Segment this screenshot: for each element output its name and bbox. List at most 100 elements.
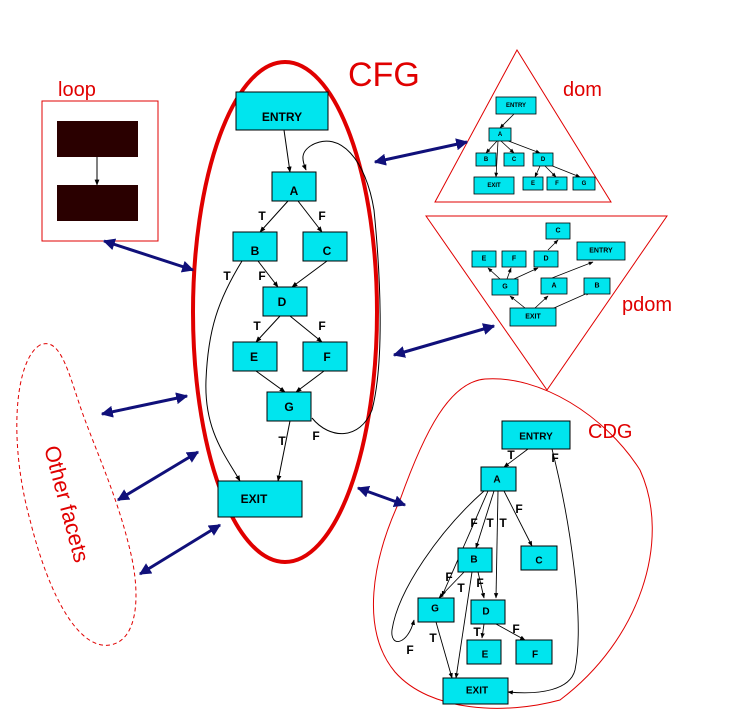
cfg-edge-g-back bbox=[301, 140, 381, 434]
cdg-facet: CDG ENTRY A B bbox=[372, 378, 653, 709]
cfg-node-f: F bbox=[302, 341, 348, 372]
dom-node-c: C bbox=[503, 152, 525, 167]
cfg-edge-entry-a bbox=[283, 129, 292, 173]
svg-text:E: E bbox=[531, 181, 535, 187]
cdg-node-a: A bbox=[480, 466, 517, 492]
cfg-node-entry: ENTRY bbox=[235, 91, 329, 131]
cfg-edge-b-d bbox=[257, 260, 279, 288]
pdom-node-a: A bbox=[540, 277, 568, 295]
other-facets-frame bbox=[16, 343, 137, 646]
svg-text:A: A bbox=[498, 132, 503, 138]
cfg-edge-g-exit bbox=[276, 420, 291, 482]
cfg-facet: CFG ENTRY A B bbox=[191, 56, 420, 564]
svg-text:F: F bbox=[555, 181, 559, 187]
cdg-label-d-f: F bbox=[512, 622, 519, 636]
cfg-edge-a-c bbox=[297, 200, 323, 233]
svg-text:G: G bbox=[502, 284, 508, 291]
svg-text:G: G bbox=[582, 181, 587, 187]
cfg-node-b: B bbox=[232, 231, 278, 262]
cfg-node-exit: EXIT bbox=[217, 480, 303, 518]
other-facets: Other facets bbox=[16, 343, 137, 646]
pdom-node-entry: ENTRY bbox=[576, 241, 626, 261]
svg-text:EXIT: EXIT bbox=[241, 492, 268, 506]
link-cfg-dom bbox=[373, 138, 469, 166]
svg-text:D: D bbox=[541, 157, 546, 163]
cdg-label-a-t2: T bbox=[499, 516, 507, 530]
pdom-node-e: E bbox=[471, 250, 497, 268]
cfg-edges bbox=[205, 129, 381, 482]
svg-text:B: B bbox=[484, 157, 489, 163]
cfg-edge-e-g bbox=[255, 370, 286, 393]
facet-links bbox=[100, 138, 496, 576]
loop-facet: loop bbox=[41, 79, 159, 242]
svg-text:C: C bbox=[535, 556, 542, 567]
dom-node-e: E bbox=[522, 176, 544, 191]
svg-text:G: G bbox=[431, 604, 439, 615]
dom-node-d: D bbox=[532, 152, 554, 167]
svg-text:E: E bbox=[482, 650, 489, 661]
cdg-label-b-f1: F bbox=[445, 570, 452, 584]
cdg-node-e: E bbox=[466, 639, 502, 665]
cdg-node-entry: ENTRY bbox=[501, 420, 571, 450]
cdg-label-g-t: T bbox=[429, 631, 437, 645]
link-cfg-pdom bbox=[392, 323, 496, 358]
link-loop-cfg bbox=[102, 238, 195, 273]
svg-text:B: B bbox=[594, 283, 599, 290]
pdom-frame bbox=[425, 215, 668, 391]
cdg-label-d-t: T bbox=[473, 625, 481, 639]
cdg-label-a-f1: F bbox=[470, 516, 477, 530]
dom-node-f: F bbox=[546, 176, 568, 191]
cdg-label-b-t: T bbox=[457, 581, 465, 595]
dom-node-entry: ENTRY bbox=[495, 96, 537, 115]
cfg-node-g: G bbox=[266, 391, 312, 422]
pdom-node-d: D bbox=[533, 250, 559, 268]
svg-text:F: F bbox=[512, 256, 517, 263]
link-cfg-cdg bbox=[356, 486, 407, 507]
dom-frame bbox=[434, 49, 612, 203]
cdg-node-exit: EXIT bbox=[442, 677, 509, 705]
cfg-node-d: D bbox=[262, 286, 308, 317]
cdg-label-a-t1: T bbox=[486, 516, 494, 530]
cdg-node-f: F bbox=[515, 639, 553, 665]
svg-text:F: F bbox=[323, 350, 330, 364]
cdg-label-entry-exit: F bbox=[551, 451, 558, 465]
cdg-label-b-f2: F bbox=[476, 576, 483, 590]
dom-node-a: A bbox=[488, 127, 512, 142]
cdg-node-b: B bbox=[457, 547, 493, 573]
cfg-label-g-exit: T bbox=[278, 434, 286, 448]
svg-text:D: D bbox=[278, 295, 287, 309]
svg-text:D: D bbox=[543, 256, 548, 263]
pdom-node-g: G bbox=[491, 278, 519, 296]
loop-title: loop bbox=[58, 79, 96, 101]
cfg-edge-a-b bbox=[259, 200, 289, 233]
cfg-edge-f-g bbox=[295, 370, 325, 393]
svg-text:A: A bbox=[551, 283, 556, 290]
cfg-label-ac: F bbox=[318, 209, 325, 223]
svg-text:E: E bbox=[482, 256, 487, 263]
cfg-label-g-back: F bbox=[312, 429, 319, 443]
pdom-facet: pdom C E F D ENTRY bbox=[425, 215, 672, 391]
other-facets-title: Other facets bbox=[39, 443, 94, 565]
cfg-node-c: C bbox=[302, 231, 348, 262]
svg-text:ENTRY: ENTRY bbox=[589, 248, 613, 255]
link-other-cfg-1 bbox=[100, 392, 189, 418]
svg-text:EXIT: EXIT bbox=[487, 183, 501, 189]
svg-text:C: C bbox=[512, 157, 517, 163]
link-other-cfg-2 bbox=[116, 450, 200, 502]
svg-text:B: B bbox=[251, 244, 260, 258]
dom-node-b: B bbox=[475, 152, 497, 167]
loop-node-bottom bbox=[57, 185, 138, 221]
cdg-label-g-f: F bbox=[406, 643, 413, 657]
cdg-node-d: D bbox=[470, 599, 506, 625]
loop-node-top bbox=[57, 121, 138, 157]
pdom-node-f: F bbox=[501, 250, 527, 268]
cfg-title: CFG bbox=[348, 56, 420, 94]
loop-frame bbox=[41, 100, 159, 242]
cfg-edge-b-exit bbox=[205, 260, 243, 482]
cdg-node-c: C bbox=[520, 545, 558, 571]
svg-text:D: D bbox=[482, 607, 489, 618]
dom-node-exit: EXIT bbox=[473, 176, 515, 195]
cfg-label-df: F bbox=[318, 319, 325, 333]
cdg-title: CDG bbox=[588, 421, 632, 443]
pdom-node-c: C bbox=[545, 222, 571, 240]
